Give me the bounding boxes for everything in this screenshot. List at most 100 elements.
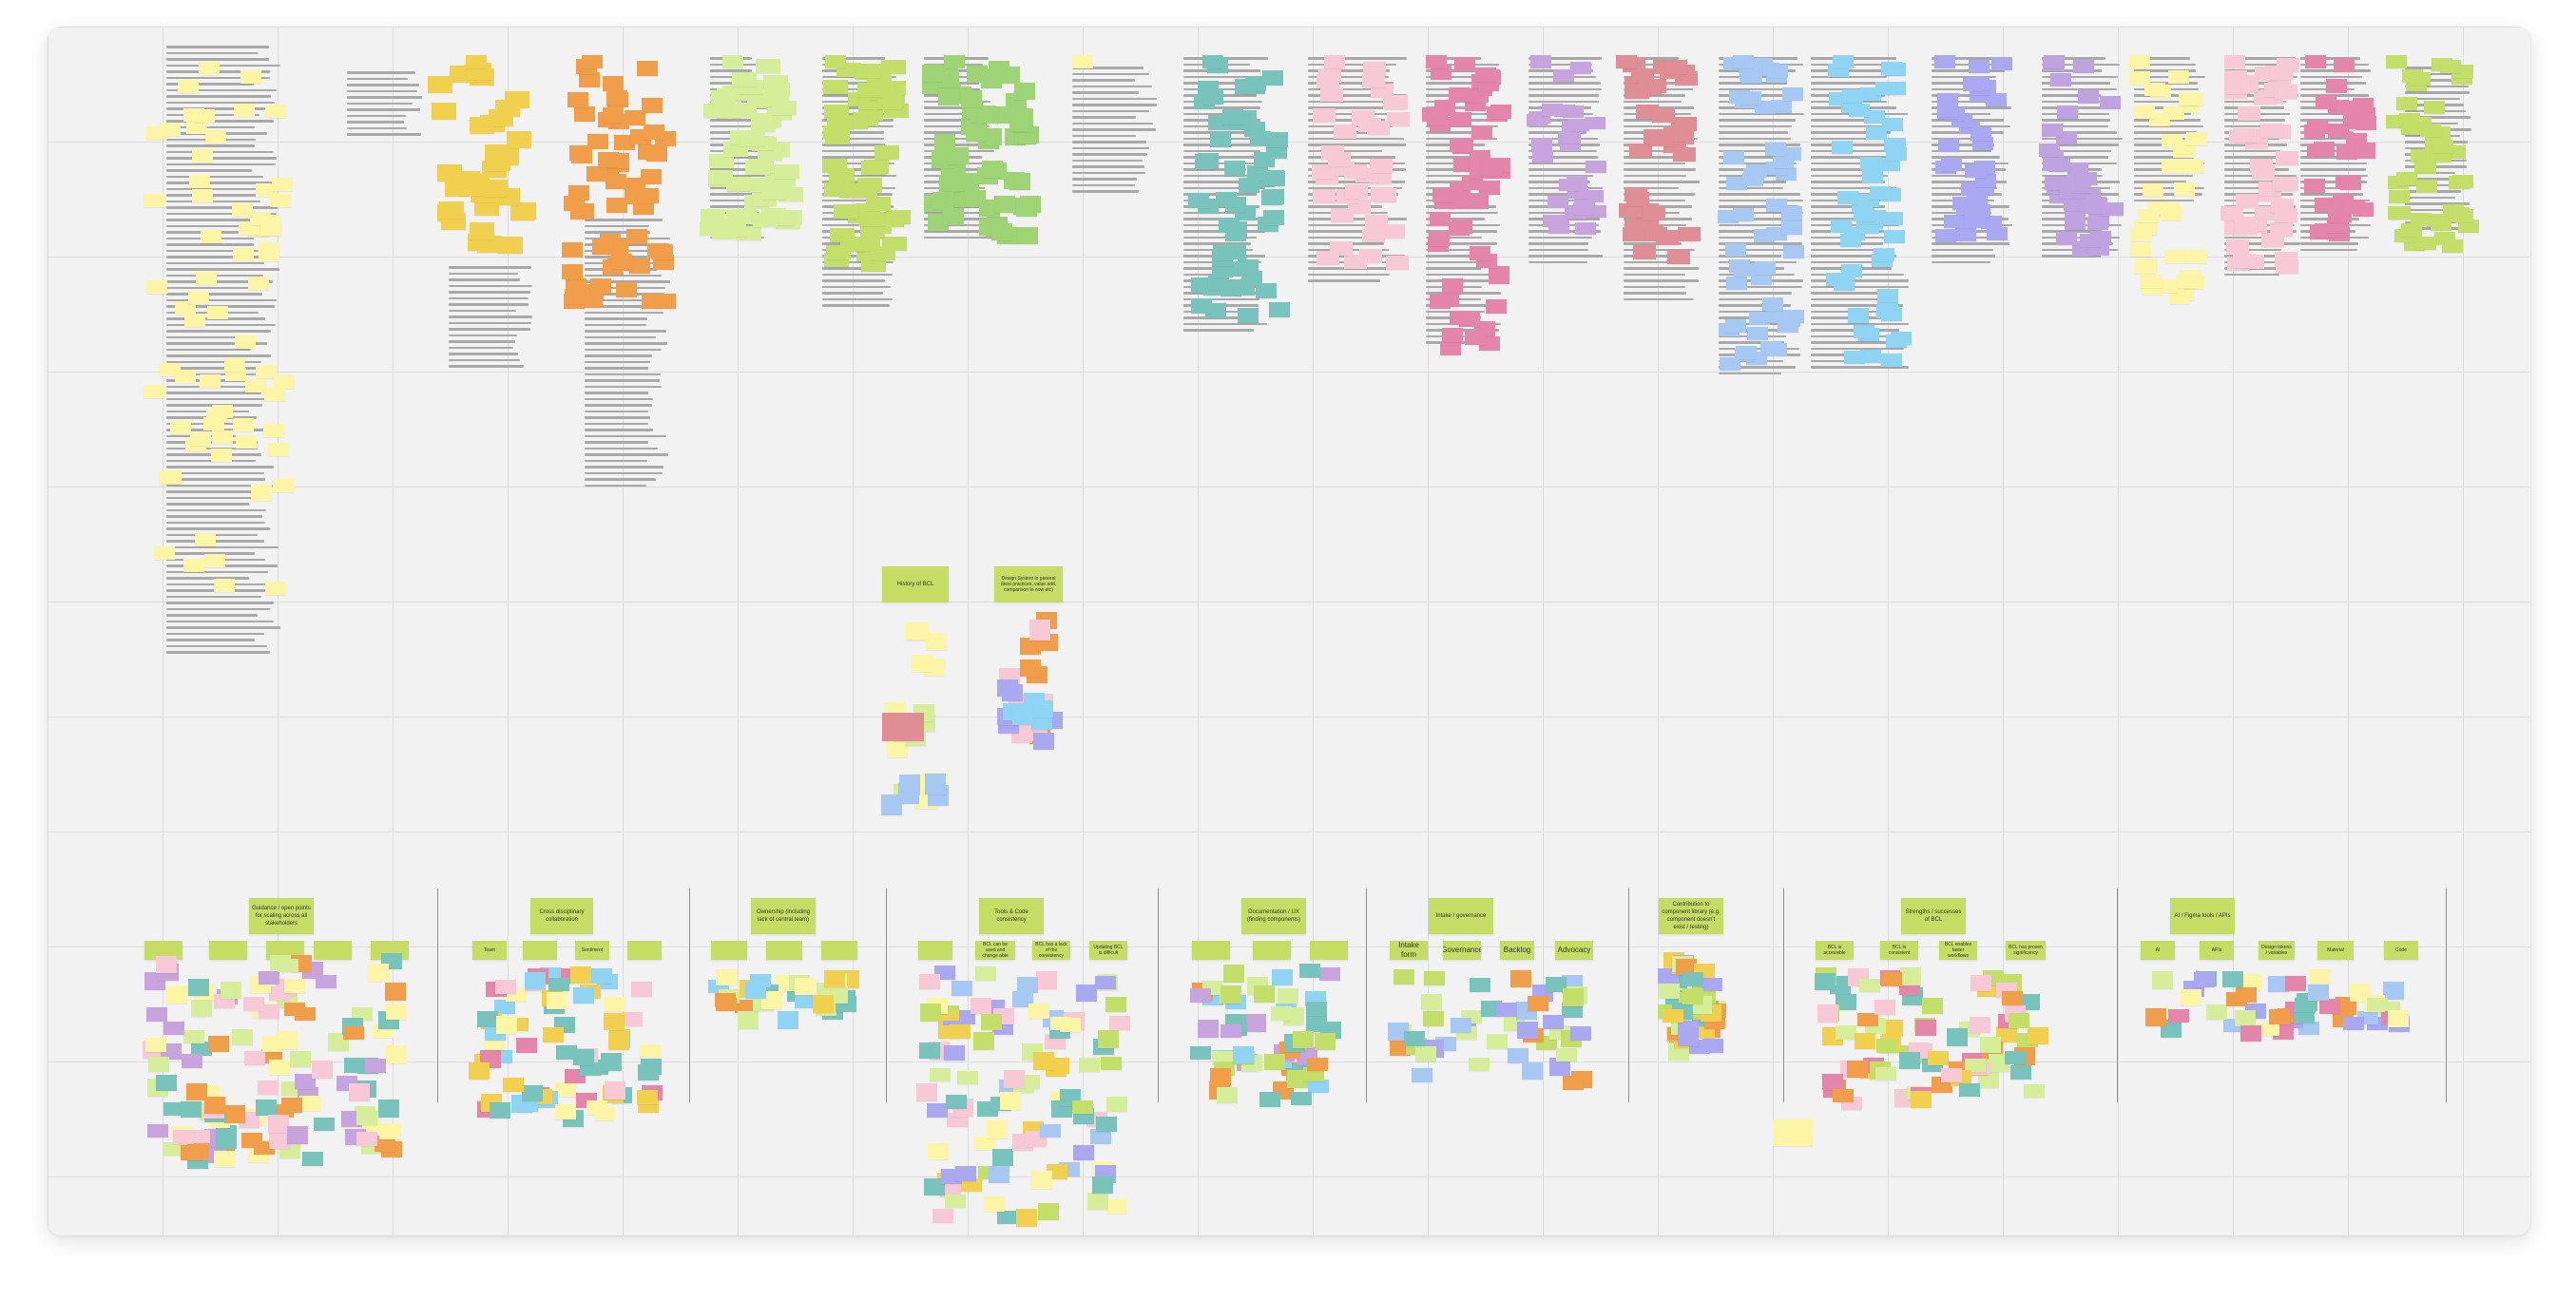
sticky-note[interactable] bbox=[170, 420, 192, 434]
sticky-note[interactable] bbox=[516, 1038, 538, 1054]
sticky-note[interactable] bbox=[856, 83, 882, 98]
sticky-note[interactable] bbox=[981, 71, 1003, 89]
sticky-note[interactable] bbox=[1314, 1032, 1336, 1050]
sticky-note[interactable] bbox=[1028, 1004, 1049, 1020]
sticky-note[interactable] bbox=[1049, 1016, 1071, 1030]
sticky-note[interactable] bbox=[1835, 1025, 1856, 1041]
sticky-note[interactable] bbox=[384, 983, 406, 1002]
sticky-note[interactable] bbox=[737, 1010, 759, 1029]
sticky-note[interactable] bbox=[861, 257, 887, 272]
sticky-note[interactable] bbox=[181, 1145, 202, 1161]
sticky-note[interactable] bbox=[853, 183, 878, 199]
cluster-headline-sticky[interactable] bbox=[1310, 941, 1348, 960]
sticky-note[interactable] bbox=[1299, 964, 1321, 979]
sticky-note[interactable] bbox=[174, 300, 196, 315]
sticky-note[interactable] bbox=[1470, 977, 1491, 992]
sticky-note[interactable] bbox=[264, 388, 286, 401]
sticky-note[interactable] bbox=[777, 1010, 798, 1029]
sticky-note[interactable] bbox=[957, 1070, 979, 1084]
sticky-note[interactable] bbox=[243, 1050, 265, 1065]
cluster-headline-sticky[interactable] bbox=[821, 941, 857, 960]
sticky-note[interactable] bbox=[573, 105, 595, 122]
sticky-note[interactable] bbox=[386, 1045, 407, 1064]
sticky-note[interactable] bbox=[1075, 985, 1097, 1003]
sticky-note[interactable] bbox=[1910, 1091, 1932, 1109]
sticky-note[interactable] bbox=[976, 106, 998, 124]
sticky-note[interactable] bbox=[1527, 995, 1548, 1011]
sticky-note[interactable] bbox=[1451, 1018, 1472, 1034]
sticky-note[interactable] bbox=[348, 1083, 370, 1102]
cluster-headline-sticky[interactable]: BCL enables faster workflows bbox=[1939, 941, 1977, 960]
sticky-note[interactable] bbox=[2367, 998, 2389, 1012]
sticky-note[interactable] bbox=[1921, 998, 1943, 1015]
sticky-note[interactable] bbox=[1003, 1070, 1025, 1088]
cluster-headline-sticky[interactable]: BCL is accessible bbox=[1816, 941, 1854, 960]
cluster-headline-sticky[interactable]: Ownership (including lack of central tea… bbox=[751, 898, 816, 934]
sticky-note[interactable] bbox=[1876, 1039, 1898, 1054]
sticky-note[interactable] bbox=[1222, 964, 1244, 983]
sticky-note[interactable] bbox=[771, 100, 797, 115]
sticky-note[interactable] bbox=[1105, 1097, 1127, 1113]
sticky-note[interactable] bbox=[1264, 1053, 1286, 1070]
sticky-note[interactable] bbox=[1915, 1019, 1937, 1036]
sticky-note[interactable] bbox=[165, 985, 187, 1004]
sticky-note[interactable] bbox=[2024, 1083, 2046, 1098]
sticky-note[interactable] bbox=[474, 198, 500, 216]
sticky-note[interactable] bbox=[184, 314, 206, 328]
sticky-note[interactable] bbox=[265, 582, 287, 596]
sticky-note[interactable] bbox=[1237, 258, 1259, 275]
sticky-note[interactable] bbox=[1979, 1036, 2001, 1053]
sticky-note[interactable] bbox=[943, 208, 965, 226]
sticky-note[interactable] bbox=[929, 1067, 951, 1081]
sticky-note[interactable] bbox=[1815, 972, 1836, 990]
sticky-note[interactable] bbox=[1928, 1051, 1950, 1066]
cluster-headline-sticky[interactable] bbox=[1192, 941, 1230, 960]
sticky-note[interactable] bbox=[1094, 976, 1116, 990]
sticky-note[interactable] bbox=[1000, 1092, 1022, 1111]
sticky-note[interactable] bbox=[522, 1084, 544, 1101]
sticky-note[interactable] bbox=[711, 90, 737, 105]
sticky-note[interactable] bbox=[262, 424, 284, 438]
sticky-note[interactable] bbox=[1422, 1011, 1444, 1027]
sticky-note[interactable] bbox=[1009, 114, 1030, 132]
sticky-note[interactable] bbox=[457, 179, 483, 197]
sticky-note[interactable] bbox=[494, 979, 516, 994]
sticky-note[interactable] bbox=[260, 221, 281, 236]
sticky-note[interactable] bbox=[315, 975, 336, 989]
sticky-note[interactable] bbox=[1306, 1057, 1328, 1071]
sticky-note[interactable] bbox=[1899, 967, 1921, 986]
sticky-note[interactable] bbox=[603, 107, 625, 124]
sticky-note[interactable] bbox=[716, 998, 738, 1012]
sticky-note[interactable] bbox=[651, 244, 673, 260]
sticky-note[interactable] bbox=[1292, 1030, 1314, 1048]
sticky-note[interactable] bbox=[203, 1096, 225, 1114]
sticky-note[interactable] bbox=[547, 992, 568, 1010]
sticky-note[interactable] bbox=[586, 165, 607, 182]
sticky-note[interactable] bbox=[2145, 1007, 2167, 1026]
sticky-note[interactable] bbox=[740, 131, 766, 146]
cluster-headline-sticky[interactable]: Governance bbox=[1443, 941, 1481, 960]
sticky-note[interactable] bbox=[428, 75, 453, 93]
sticky-note[interactable] bbox=[597, 151, 619, 167]
sticky-note[interactable] bbox=[1033, 1052, 1055, 1071]
sticky-note[interactable] bbox=[988, 1166, 1009, 1184]
sticky-note[interactable] bbox=[301, 1152, 323, 1167]
sticky-note[interactable] bbox=[628, 258, 650, 275]
sticky-note[interactable] bbox=[636, 61, 658, 77]
sticky-note[interactable] bbox=[231, 1028, 253, 1045]
sticky-note[interactable] bbox=[272, 478, 294, 492]
sticky-note[interactable] bbox=[195, 533, 217, 547]
sticky-note[interactable] bbox=[232, 248, 254, 262]
sticky-note[interactable] bbox=[255, 1099, 277, 1116]
sticky-note[interactable] bbox=[1543, 1014, 1565, 1029]
sticky-note[interactable] bbox=[966, 124, 988, 142]
sticky-note[interactable] bbox=[207, 306, 229, 320]
sticky-note[interactable] bbox=[264, 104, 286, 118]
sticky-note[interactable] bbox=[606, 89, 628, 105]
sticky-note[interactable] bbox=[365, 1058, 387, 1073]
sticky-note[interactable] bbox=[488, 109, 513, 127]
sticky-note[interactable] bbox=[232, 418, 254, 432]
cluster-headline-sticky[interactable]: BCL can be used and change able bbox=[975, 941, 1015, 960]
sticky-note[interactable] bbox=[267, 1115, 289, 1134]
sticky-note[interactable] bbox=[233, 103, 255, 117]
